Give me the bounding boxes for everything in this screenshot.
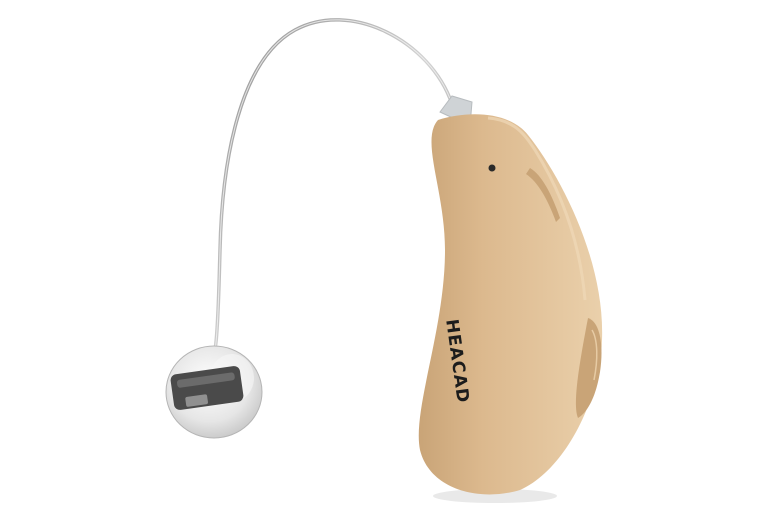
receiver-unit <box>170 366 244 410</box>
receiver-wire <box>203 18 454 394</box>
hearing-aid-body <box>418 114 603 495</box>
body-edge-highlight <box>487 116 587 301</box>
microphone-hole <box>488 164 496 172</box>
ground-shadow <box>433 489 557 503</box>
volume-rocker <box>575 318 602 418</box>
program-button <box>526 168 560 222</box>
receiver-wire-inner <box>204 19 453 393</box>
